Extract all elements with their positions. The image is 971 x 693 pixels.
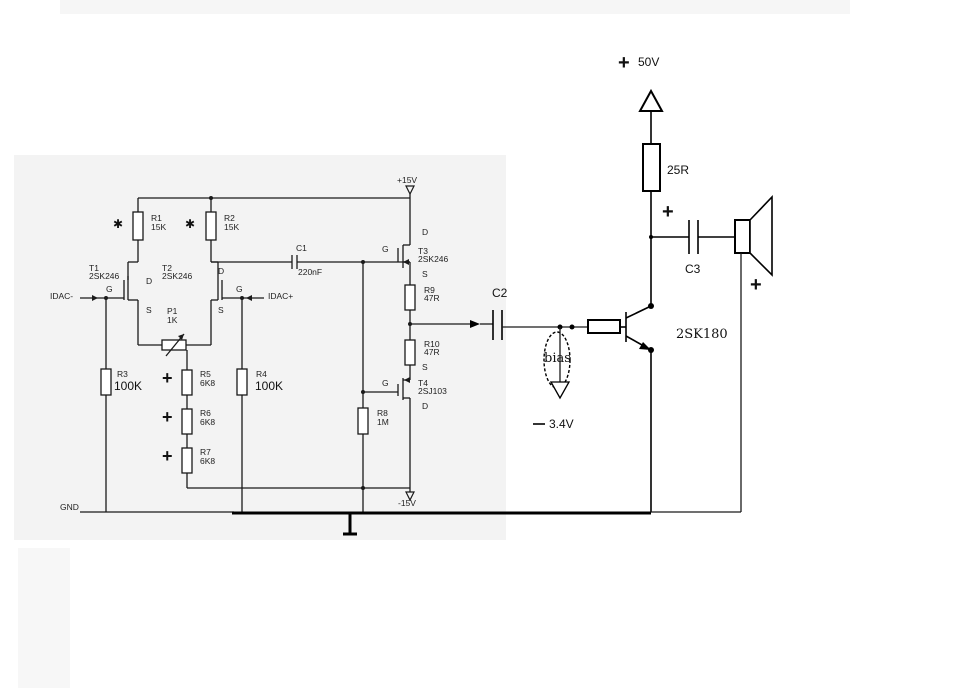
output-stage-column: +15V D G S T3 2SK246 R9 47R R10 47R S [361,175,449,508]
speaker-icon: + [734,195,773,512]
c3-label: C3 [685,262,701,276]
c1-label: C1 [296,243,307,253]
scan-strip-left [18,548,70,688]
r4-label: R4 [256,369,267,379]
transistor-label: 2SK180 [676,327,728,342]
r2-star: ✱ [185,217,195,231]
speaker-plus: + [750,274,762,296]
t3-pin-s: S [422,269,428,279]
r2-label: R2 [224,213,235,223]
capacitor-c2: C2 [480,286,588,340]
r1-value: 15K [151,222,166,232]
r1-star: ✱ [113,217,123,231]
t1-label: T1 [89,263,99,273]
ground-rail-left: GND [60,502,234,513]
r6-plus: + [162,407,173,427]
r5-label: R5 [200,369,211,379]
r7-label: R7 [200,447,211,457]
resistor-r3: R3 100K [100,298,142,512]
r7-value: 6K8 [200,456,215,466]
signal-output-arrow [410,320,480,328]
p1-label: P1 [167,306,178,316]
r9-label: R9 [424,285,435,295]
r5-plus: + [162,368,173,388]
transistor-t2: T2 2SK246 G D S [162,261,243,345]
r2-value: 15K [224,222,239,232]
plus50-label: 50V [638,55,659,69]
resistor-r4: R4 100K [236,298,283,512]
t2-label: T2 [162,263,172,273]
resistor-chain-r5-r7: + + + R5 6K8 R6 6K8 R7 6K8 [162,350,215,488]
resistor-r8: R8 1M [357,262,389,512]
t3-pin-d: D [422,227,428,237]
r3-value: 100K [114,379,142,393]
r8-value: 1M [377,417,389,427]
mosfet-2sk180: 2SK180 [625,303,728,353]
scan-strip-top [60,0,850,14]
gnd-label: GND [60,502,79,512]
bias-source: bias 3.4V [533,327,574,431]
c3-plus: + [662,201,674,223]
plus15-label: +15V [397,175,417,185]
supply-50v: 25R + 50V [618,52,689,306]
r1-label: R1 [151,213,162,223]
c2-label: C2 [492,286,508,300]
t2-part: 2SK246 [162,271,193,281]
minus34-label: 3.4V [549,417,574,431]
t4-pin-g: G [382,378,389,388]
r8-label: R8 [377,408,388,418]
c1-value: 220nF [298,267,322,277]
idac-plus-label: IDAC+ [268,291,293,301]
t4-part: 2SJ103 [418,386,447,396]
r6-label: R6 [200,408,211,418]
resistor-r1: ✱ R1 15K [113,198,166,262]
scanned-schematic-background [14,155,506,540]
bias-label: bias [544,351,571,366]
t4-pin-d: D [422,401,428,411]
t1-pin-g: G [106,284,113,294]
potentiometer-p1: P1 1K [138,306,211,357]
r7-plus: + [162,446,173,466]
r3-label: R3 [117,369,128,379]
idac-minus-label: IDAC- [50,291,73,301]
r6-value: 6K8 [200,417,215,427]
minus15-label: -15V [398,498,416,508]
r4-value: 100K [255,379,283,393]
ground-bus-main [232,511,741,536]
input-idac-minus: IDAC- [50,291,124,301]
p1-value: 1K [167,315,178,325]
t3-pin-g: G [382,244,389,254]
t2-pin-d: D [218,266,224,276]
capacitor-c3: + C3 [651,201,735,276]
t1-part: 2SK246 [89,271,120,281]
capacitor-c1: C1 220nF [211,243,410,277]
transistor-t1: T1 2SK246 G D S [89,261,152,345]
resistor-r2: ✱ R2 15K [185,198,239,262]
r10-value: 47R [424,347,440,357]
t4-pin-s: S [422,362,428,372]
t4-label: T4 [418,378,428,388]
r10-label: R10 [424,339,440,349]
t3-part: 2SK246 [418,254,449,264]
gate-resistor [587,319,626,334]
t2-pin-s: S [218,305,224,315]
t3-label: T3 [418,246,428,256]
r9-value: 47R [424,293,440,303]
t2-pin-g: G [236,284,243,294]
t1-pin-s: S [146,305,152,315]
r-load-label: 25R [667,163,689,177]
plus50-sign: + [618,52,630,74]
t1-pin-d: D [146,276,152,286]
r5-value: 6K8 [200,378,215,388]
